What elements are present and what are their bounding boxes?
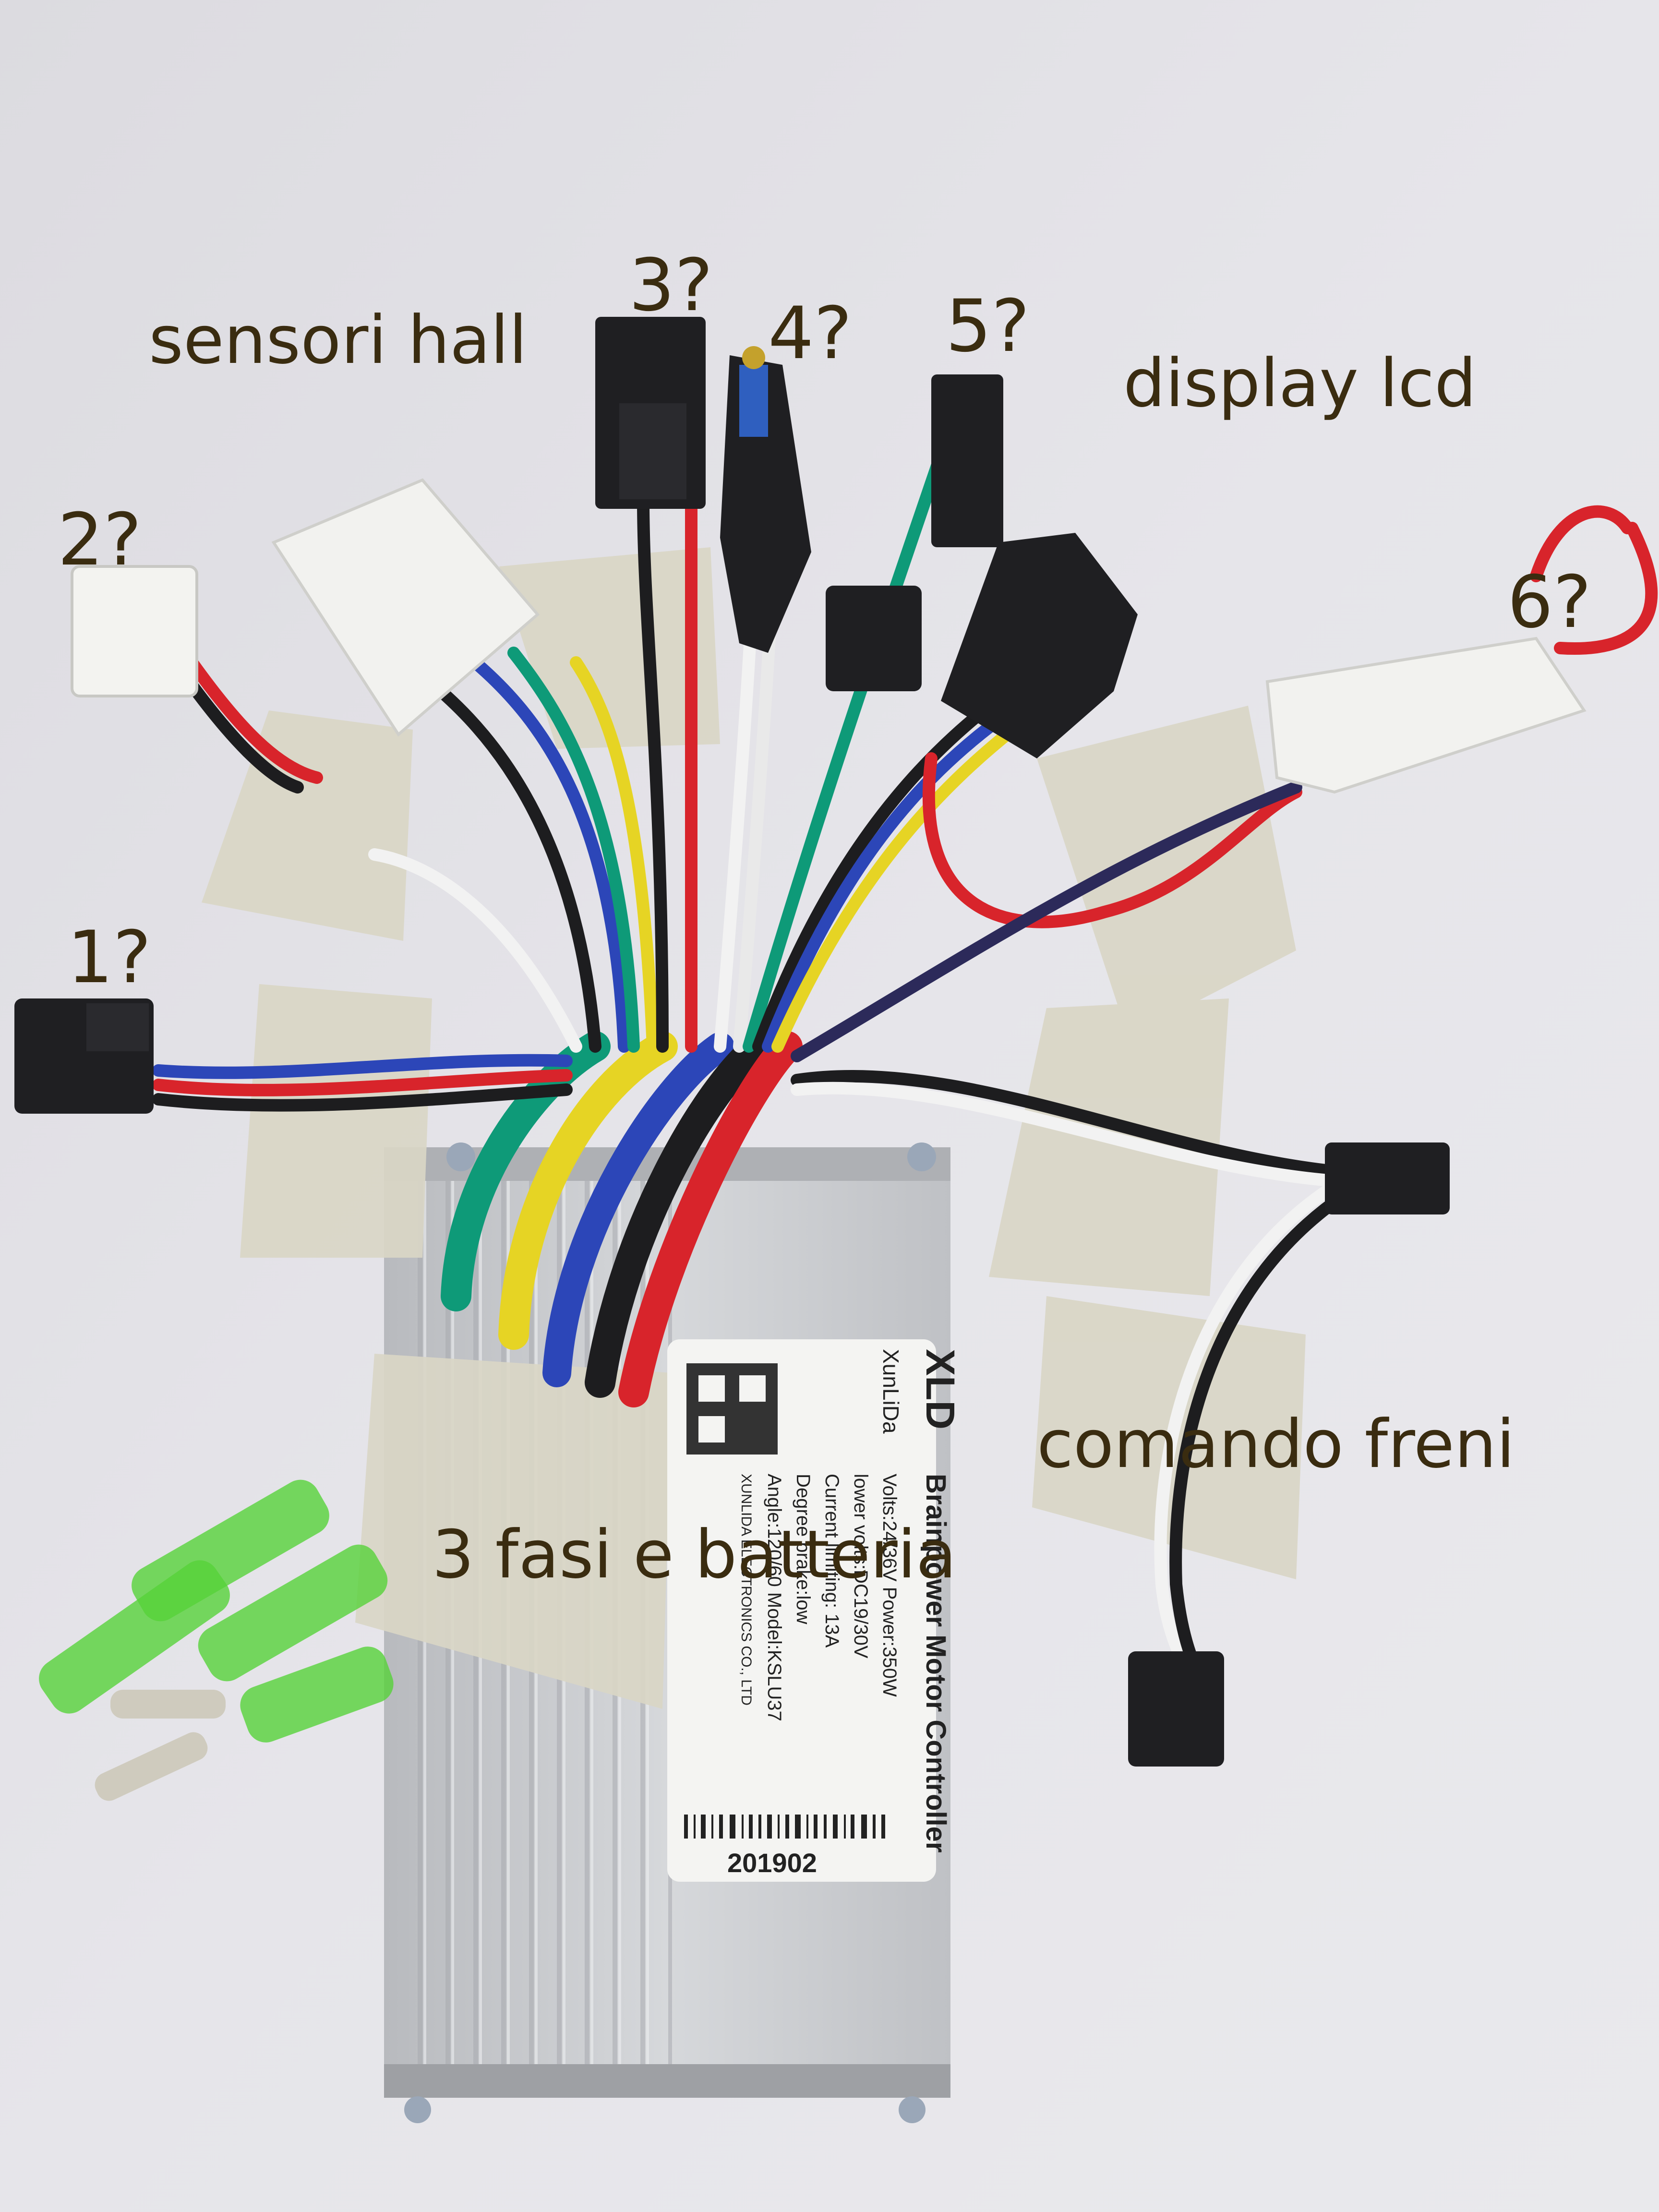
sticker-logo: XLD xyxy=(918,1349,963,1430)
label-connector-3: 3? xyxy=(629,244,713,327)
connector-5 xyxy=(931,374,1003,547)
brake-connector-bottom xyxy=(1128,1651,1224,1767)
display-lcd-connector xyxy=(941,533,1138,758)
product-sticker: XLD Brainpower Motor Controller XunLiDa … xyxy=(667,1339,963,1882)
label-connector-4: 4? xyxy=(768,292,853,375)
sticker-brand: XunLiDa xyxy=(878,1349,903,1434)
sticker-current: Current limiting: 13A xyxy=(821,1474,842,1648)
sticker-manufacturer: XUNLIDA ELECTRONICS CO., LTD xyxy=(738,1474,754,1706)
barcode xyxy=(684,1815,885,1839)
sticker-volts: Volts:24/36V Power:350W xyxy=(879,1474,900,1697)
signal-wires xyxy=(152,392,1658,1686)
label-phases-battery: 3 fasi e batteria xyxy=(432,1516,957,1593)
label-brake-control: comando freni xyxy=(1037,1406,1515,1483)
connector-small-black xyxy=(826,586,922,691)
sticker-lower-volts: lower volts:DC19/30V xyxy=(850,1474,871,1659)
label-connector-1: 1? xyxy=(67,916,152,999)
label-hall-sensors: sensori hall xyxy=(149,301,528,379)
connector-3 xyxy=(595,317,706,509)
connector-4 xyxy=(720,346,811,653)
brake-connector-top xyxy=(1325,1142,1450,1214)
sticker-angle: Angle:120/60 Model:KSLU37 xyxy=(764,1474,785,1721)
connector-1 xyxy=(14,998,154,1114)
label-connector-5: 5? xyxy=(946,285,1030,368)
label-lcd-display: display lcd xyxy=(1123,345,1477,422)
label-connector-2: 2? xyxy=(58,498,142,582)
phase-wires xyxy=(441,1031,803,1407)
sticker-title: Brainpower Motor Controller xyxy=(920,1474,951,1852)
label-connector-6: 6? xyxy=(1507,561,1592,644)
connector-2 xyxy=(71,565,198,697)
sticker-degree: Degree brake:low xyxy=(793,1474,814,1624)
sticker-code: 201902 xyxy=(727,1848,817,1878)
connector-6 xyxy=(1265,637,1587,794)
battery-terminals xyxy=(39,1479,394,1801)
hall-sensor-connector xyxy=(271,478,540,737)
